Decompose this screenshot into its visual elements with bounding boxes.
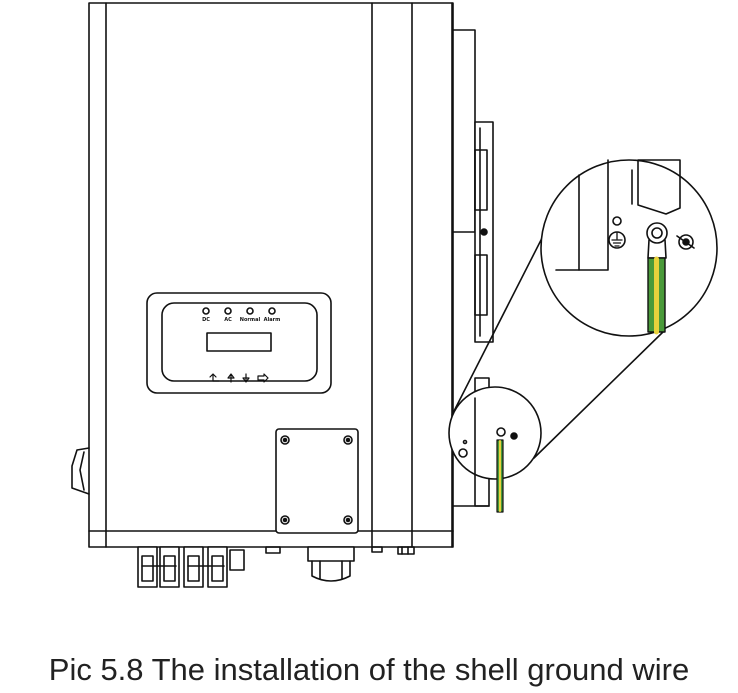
dc-label: DC [202,317,210,323]
ac-label: AC [224,317,232,323]
dc-led [202,307,210,315]
cover-screws [280,435,353,525]
figure-caption: Pic 5.8 The installation of the shell gr… [48,652,690,687]
ground-terminal-small [448,386,542,513]
normal-led [246,307,254,315]
display-panel: DC AC Normal Alarm [146,292,332,394]
up-arrow-icon[interactable] [227,373,235,383]
normal-label: Normal [240,317,261,323]
indicator-leds [202,307,276,315]
inverter-body [88,2,454,548]
ac-cable-gland [265,546,415,582]
alarm-label: Alarm [264,317,281,323]
down-arrow-icon[interactable] [242,373,250,383]
ground-screw-icon [678,234,694,250]
ground-terminal-magnified [540,159,718,337]
ac-led [224,307,232,315]
escape-arrow-icon[interactable] [209,373,220,382]
earth-symbol-icon [608,231,626,249]
wiring-box-cover [275,428,359,534]
dc-connectors [137,546,245,588]
enter-arrow-icon[interactable] [257,373,269,383]
side-handle [71,447,90,495]
alarm-led [268,307,276,315]
